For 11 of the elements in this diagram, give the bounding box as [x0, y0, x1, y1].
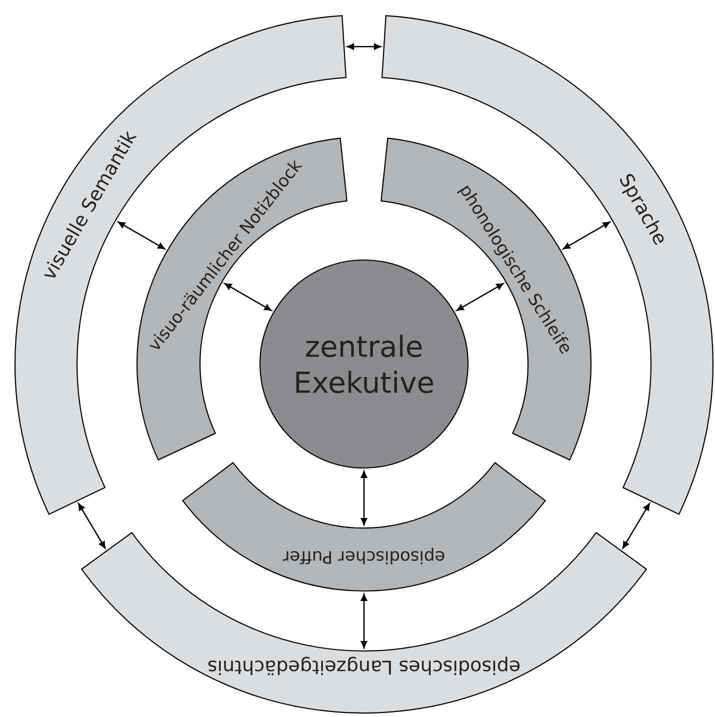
double-arrow	[118, 222, 166, 250]
double-arrow	[78, 503, 106, 549]
double-arrow	[456, 283, 504, 311]
circle-node: zentrale Exekutive	[259, 259, 469, 469]
arc-segment: episodischer Puffer	[182, 462, 546, 592]
double-arrow	[622, 503, 650, 549]
double-arrow	[346, 43, 382, 50]
double-arrow	[360, 470, 368, 526]
double-arrow	[562, 222, 610, 250]
double-arrow	[224, 283, 272, 311]
double-arrow	[360, 594, 368, 648]
